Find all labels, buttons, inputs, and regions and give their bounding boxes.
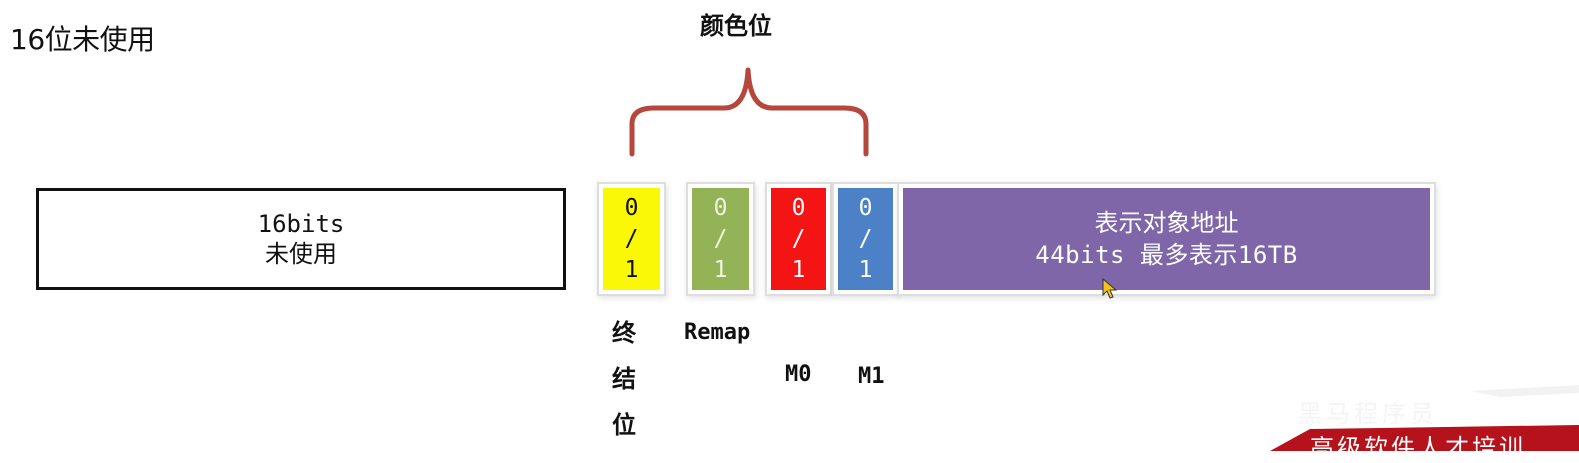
m1-bit-block: 0 / 1: [838, 188, 893, 290]
final-bit-block: 0 / 1: [603, 188, 660, 290]
m0-bit-block: 0 / 1: [771, 188, 826, 290]
m1-bit-label: M1: [858, 364, 885, 389]
bit-value-1: 1: [858, 256, 873, 283]
remap-bit-label: Remap: [684, 320, 751, 345]
bit-slash: /: [791, 225, 806, 252]
bit-value-0: 0: [713, 194, 728, 221]
unused-label: 未使用: [265, 240, 337, 268]
bit-value-1: 1: [791, 256, 806, 283]
watermark-brand: 黑马程序员: [1298, 400, 1438, 428]
address-bits-description: 44bits 最多表示16TB: [1035, 241, 1298, 269]
watermark-slogan: 高级软件人才培训: [1310, 434, 1526, 462]
remap-bit-block: 0 / 1: [692, 188, 749, 290]
top-label: 16位未使用: [10, 23, 155, 56]
watermark-banner: [1270, 385, 1579, 451]
bit-slash: /: [858, 225, 873, 252]
final-bit-label: 终结位: [612, 319, 636, 439]
unused-16bits-block: 16bits 未使用: [36, 188, 566, 290]
bit-value-0: 0: [624, 194, 639, 221]
address-title: 表示对象地址: [1094, 209, 1239, 237]
bit-value-1: 1: [713, 256, 728, 283]
unused-bits-count: 16bits: [257, 210, 345, 238]
bit-slash: /: [624, 225, 639, 252]
bit-value-0: 0: [791, 194, 806, 221]
bit-value-1: 1: [624, 256, 639, 283]
bit-value-0: 0: [858, 194, 873, 221]
color-bits-brace: [629, 67, 869, 157]
color-bits-title: 颜色位: [700, 12, 772, 40]
mouse-pointer-icon: [1102, 278, 1118, 299]
object-address-block: 表示对象地址 44bits 最多表示16TB: [903, 188, 1430, 290]
bit-slash: /: [713, 225, 728, 252]
m0-bit-label: M0: [785, 362, 812, 387]
